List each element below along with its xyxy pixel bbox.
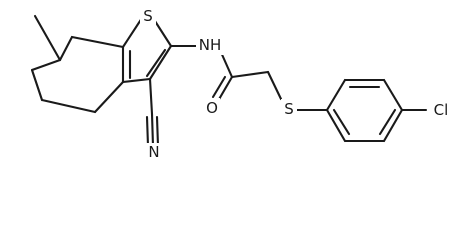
bond-co-o [216,75,234,103]
bond-c6-c5 [30,58,62,72]
bond-ph-1 [325,78,347,112]
bond-c6-methyl [33,14,62,62]
bond-c2-c3t-inner [145,48,167,78]
bond-c3t-cn [148,77,154,116]
bond-cn-triple-a [150,112,155,148]
molecule-svg: S NH O S Cl N [30,6,455,161]
thioether-sulfur-label: S [284,100,294,118]
bond-c7a-s [121,16,144,49]
bond-ph-inner-c [332,108,351,136]
bond-c7a-c7 [70,35,125,49]
bond-ph-6 [325,108,347,143]
bond-cn-triple-b [145,115,150,148]
bond-c3-c3a [93,80,125,114]
nitrile-nitrogen-label: N [148,143,159,161]
bond-co-o-double [211,75,227,99]
bond-ph-3 [382,78,404,112]
bond-cn-triple-c [155,115,160,148]
bond-ph-4 [382,108,404,143]
carbonyl-oxygen-label: O [206,99,218,117]
bond-c5-c4 [30,68,44,102]
bonds [30,14,428,148]
bond-c3t-c3a [121,77,152,84]
thiophene-sulfur-label: S [143,7,153,25]
bond-co-ch2 [230,70,270,79]
bond-ph-inner-b [378,108,397,136]
chlorine-label: Cl [434,101,449,119]
bond-c7-c6 [58,35,74,62]
structure-diagram: S NH O S Cl N [30,6,455,161]
bond-ch2-s [266,70,283,101]
atom-labels: S NH O S Cl N [140,6,455,161]
bond-c4-c3 [40,98,97,114]
amide-nh-label: NH [199,36,222,54]
bond-c2-c3t [148,44,173,81]
